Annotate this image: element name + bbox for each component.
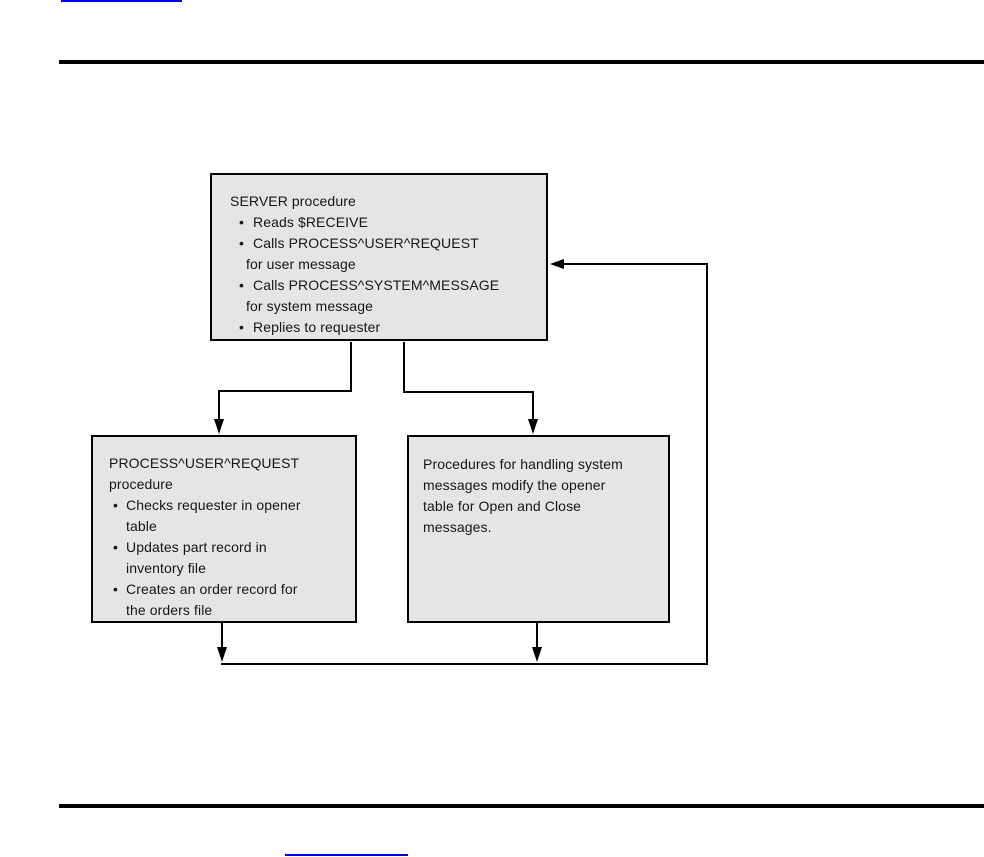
- bullet-marker: •: [113, 581, 119, 597]
- bottom-rule: [59, 804, 984, 808]
- server-bullet-calls-user-request: • Calls PROCESS^USER^REQUEST: [230, 233, 540, 254]
- system-message-handlers-box: Procedures for handling system messages …: [407, 435, 670, 623]
- server-box-title: SERVER procedure: [230, 193, 356, 209]
- user-box-title-line1: PROCESS^USER^REQUEST: [109, 455, 300, 471]
- bullet-text: Calls PROCESS^SYSTEM^MESSAGE: [253, 277, 500, 293]
- bullet-continuation: for system message: [246, 298, 374, 314]
- system-box-line: messages.: [423, 519, 492, 535]
- bullet-marker: •: [239, 235, 245, 251]
- bottom-link-underline[interactable]: [285, 854, 408, 856]
- server-procedure-box: SERVER procedure • Reads $RECEIVE • Call…: [210, 173, 548, 341]
- system-box-line: Procedures for handling system: [423, 456, 623, 472]
- bullet-marker: •: [239, 277, 245, 293]
- arrow-user-request-to-loop-line: [217, 623, 227, 662]
- bullet-text: Checks requester in opener: [126, 497, 301, 513]
- bullet-continuation: inventory file: [126, 560, 206, 576]
- top-rule: [59, 60, 984, 64]
- arrow-server-to-user-request: [214, 342, 352, 434]
- process-user-request-box: PROCESS^USER^REQUEST procedure • Checks …: [91, 435, 357, 623]
- top-link-underline[interactable]: [61, 0, 182, 2]
- arrow-system-handlers-to-loop-line: [532, 623, 542, 662]
- bullet-continuation: the orders file: [126, 602, 213, 618]
- user-bullet-checks-requester: • Checks requester in opener: [109, 495, 351, 516]
- user-bullet-creates-order: • Creates an order record for: [109, 579, 351, 600]
- user-bullet-updates-part: • Updates part record in: [109, 537, 351, 558]
- user-box-title-line2: procedure: [109, 476, 173, 492]
- bullet-text: Creates an order record for: [126, 581, 298, 597]
- arrow-server-to-system-handlers: [403, 342, 538, 434]
- bullet-marker: •: [239, 319, 245, 335]
- server-bullet-replies: • Replies to requester: [230, 317, 540, 338]
- system-box-line: table for Open and Close: [423, 498, 582, 514]
- bullet-text: Calls PROCESS^USER^REQUEST: [253, 235, 479, 251]
- server-bullet-reads-receive: • Reads $RECEIVE: [230, 212, 540, 233]
- server-bullet-calls-system-message: • Calls PROCESS^SYSTEM^MESSAGE: [230, 275, 540, 296]
- bullet-text: Replies to requester: [253, 319, 381, 335]
- bullet-continuation: for user message: [246, 256, 356, 272]
- bullet-marker: •: [239, 214, 245, 230]
- system-box-line: messages modify the opener: [423, 477, 606, 493]
- bullet-marker: •: [113, 539, 119, 555]
- bullet-text: Reads $RECEIVE: [253, 214, 369, 230]
- bullet-text: Updates part record in: [126, 539, 267, 555]
- bullet-marker: •: [113, 497, 119, 513]
- loop-back-arrow-to-server: [221, 259, 708, 665]
- bullet-continuation: table: [126, 518, 157, 534]
